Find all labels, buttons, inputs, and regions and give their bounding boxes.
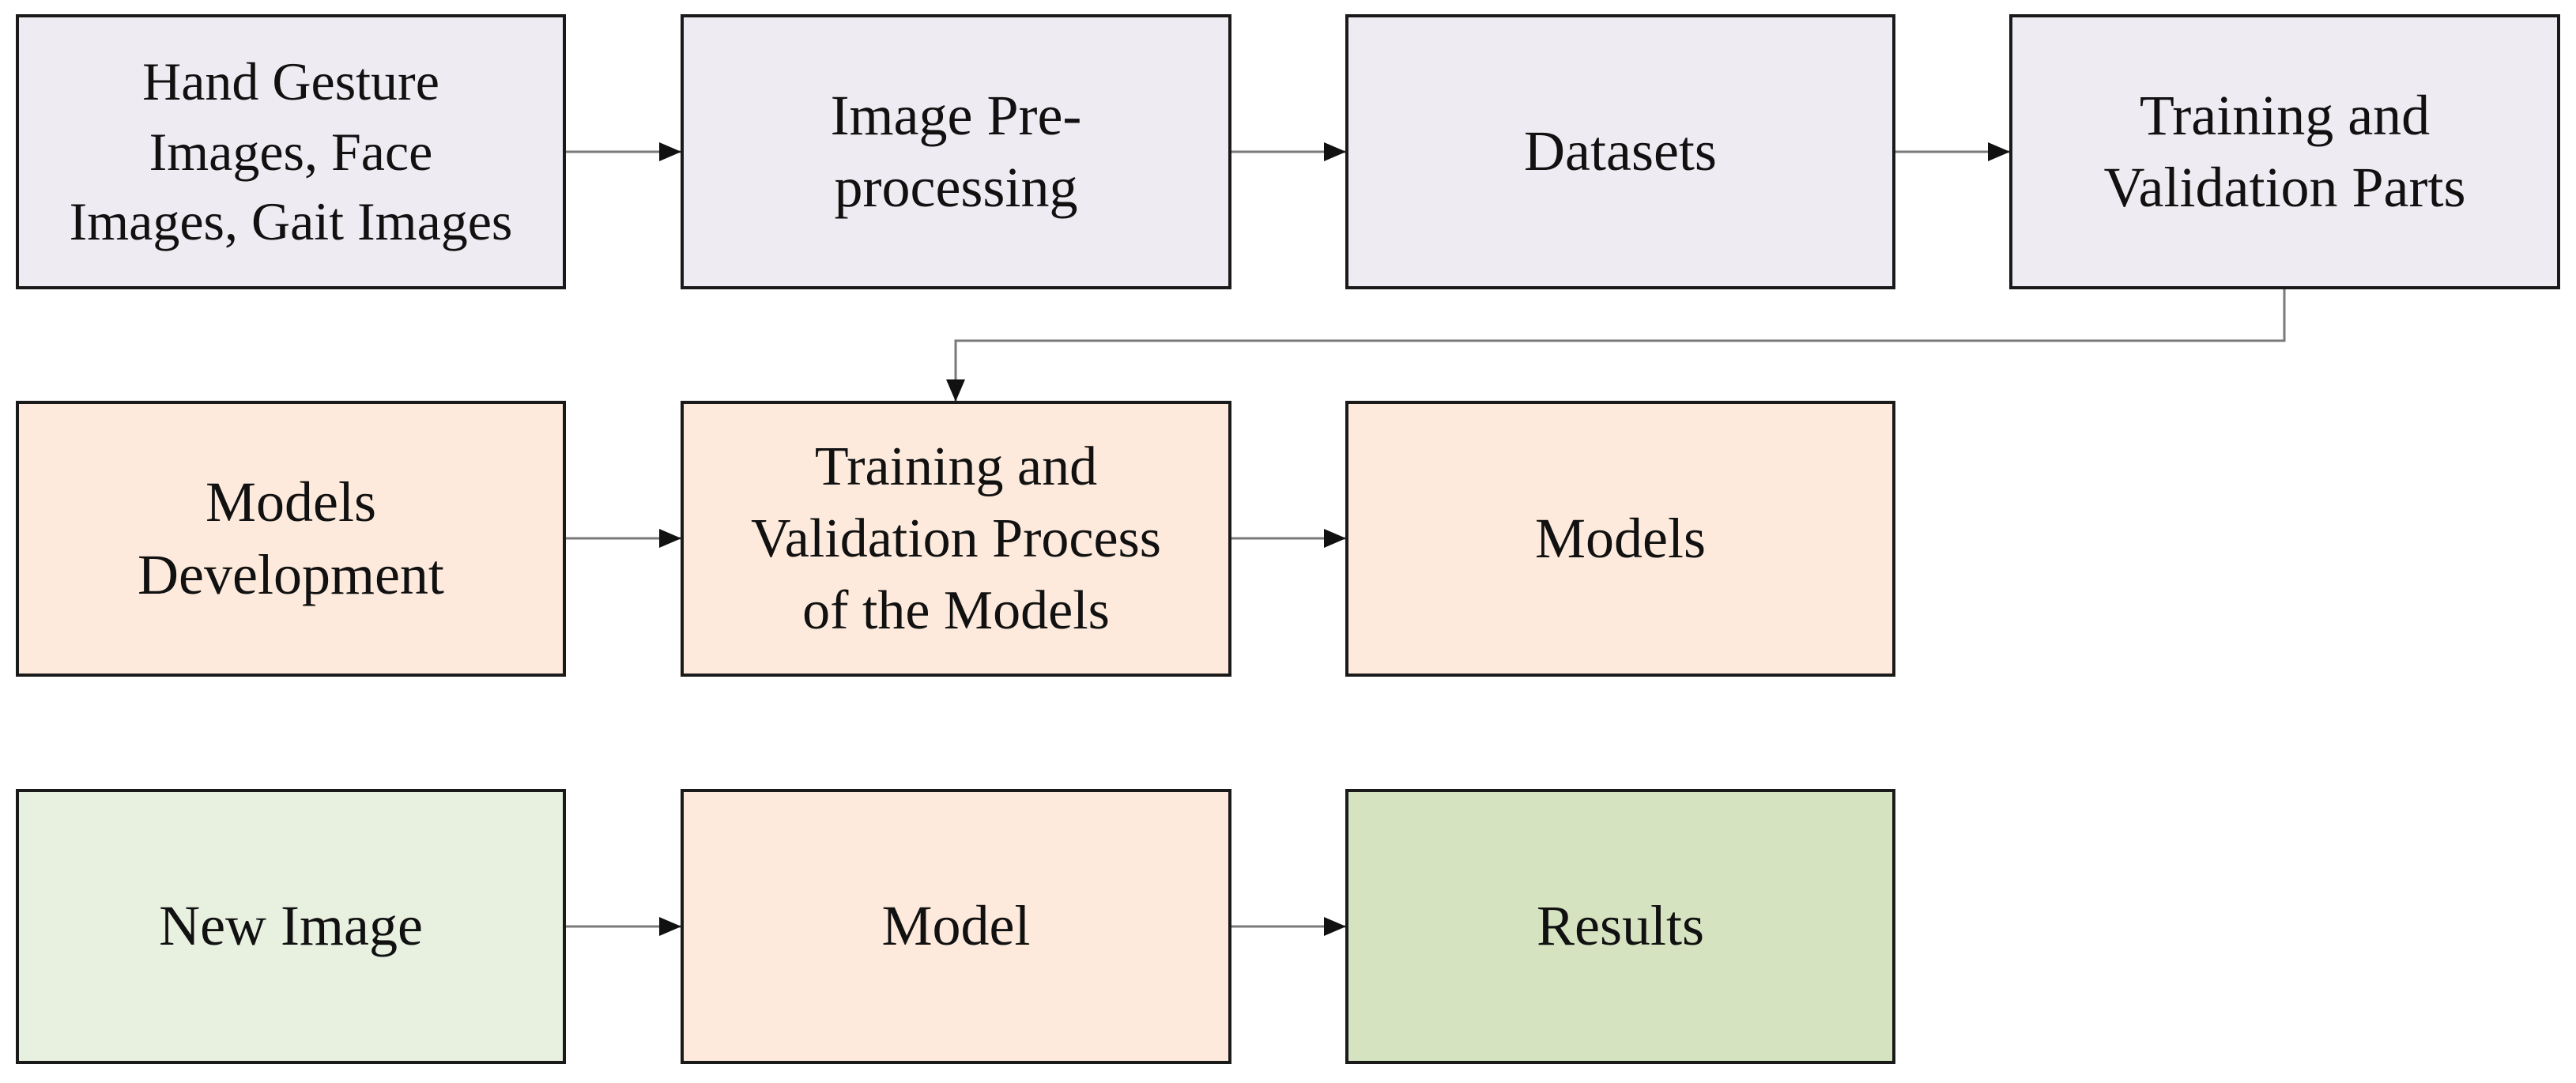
node-new-image-label: New Image [159,894,423,958]
node-training-validation-process: Training and Validation Process of the M… [681,401,1231,677]
node-models: Models [1345,401,1895,677]
node-datasets: Datasets [1345,14,1895,289]
node-model-label: Model [881,894,1031,958]
arrow-n4-to-n6 [946,289,2286,402]
node-model: Model [681,789,1231,1064]
node-models-development-label: Models Development [138,470,444,606]
node-models-development: Models Development [16,401,566,677]
node-input-images-label: Hand Gesture Images, Face Images, Gait I… [69,51,513,252]
node-results: Results [1345,789,1895,1064]
node-models-label: Models [1535,506,1706,570]
node-results-label: Results [1536,894,1705,958]
node-training-validation-parts-label: Training and Validation Parts [2103,83,2466,219]
node-training-validation-parts: Training and Validation Parts [2009,14,2560,289]
node-training-validation-process-label: Training and Validation Process of the M… [750,436,1162,641]
node-image-preprocessing-label: Image Pre- processing [830,83,1082,219]
node-image-preprocessing: Image Pre- processing [681,14,1231,289]
node-input-images: Hand Gesture Images, Face Images, Gait I… [16,14,566,289]
node-datasets-label: Datasets [1524,119,1717,183]
node-new-image: New Image [16,789,566,1064]
